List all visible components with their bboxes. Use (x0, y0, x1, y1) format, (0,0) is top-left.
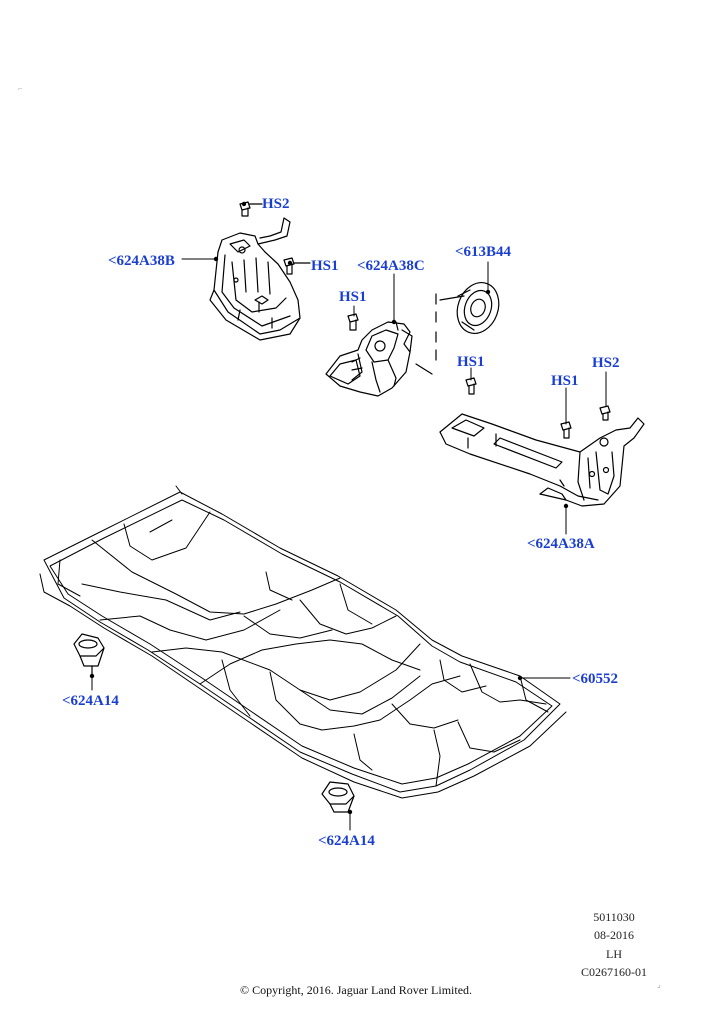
callout-613b44[interactable]: <613B44 (455, 244, 512, 260)
callout-hs2-top[interactable]: HS2 (262, 196, 290, 212)
clip-624a14-bottom-part (321, 781, 355, 813)
bolt-hs1-mid-part (347, 313, 359, 331)
bolt-hs1-left-part (283, 257, 311, 275)
corner-mark: ⌐ (18, 84, 23, 93)
diagram-number: 5011030 (593, 910, 635, 924)
diagram-side: LH (606, 947, 622, 961)
callout-624a14-left[interactable]: <624A14 (62, 693, 119, 709)
callout-hs1-left[interactable]: HS1 (311, 258, 339, 274)
callout-hs2-right[interactable]: HS2 (592, 355, 620, 371)
bolt-hs2-right-part (599, 405, 611, 421)
bracket-624a38c-part (325, 321, 413, 397)
leader-lines (91, 258, 607, 831)
diagram-code: C0267160-01 (581, 965, 647, 979)
diagram-date: 08-2016 (594, 928, 634, 942)
callout-624a38c[interactable]: <624A38C (357, 258, 425, 274)
callout-624a38b[interactable]: <624A38B (108, 253, 175, 269)
bracket-624a38a-part (439, 413, 645, 507)
copyright-text: © Copyright, 2016. Jaguar Land Rover Lim… (239, 983, 473, 997)
corner-mark-bottom: ⌟ (657, 980, 661, 989)
bracket-624a38b-part (209, 217, 301, 341)
bushing-613b44-part (439, 282, 500, 334)
wire-frame-60552-part (39, 485, 567, 799)
leader-dots (89, 201, 569, 815)
guide-lines (415, 293, 437, 375)
callout-624a14-bottom[interactable]: <624A14 (318, 833, 375, 849)
callout-60552[interactable]: <60552 (572, 671, 619, 687)
callout-624a38a[interactable]: <624A38A (527, 536, 595, 552)
clip-624a14-left-part (73, 633, 105, 677)
callout-hs1-mid[interactable]: HS1 (339, 289, 367, 305)
callout-hs1-right[interactable]: HS1 (551, 373, 579, 389)
callout-hs1-center[interactable]: HS1 (457, 354, 485, 370)
